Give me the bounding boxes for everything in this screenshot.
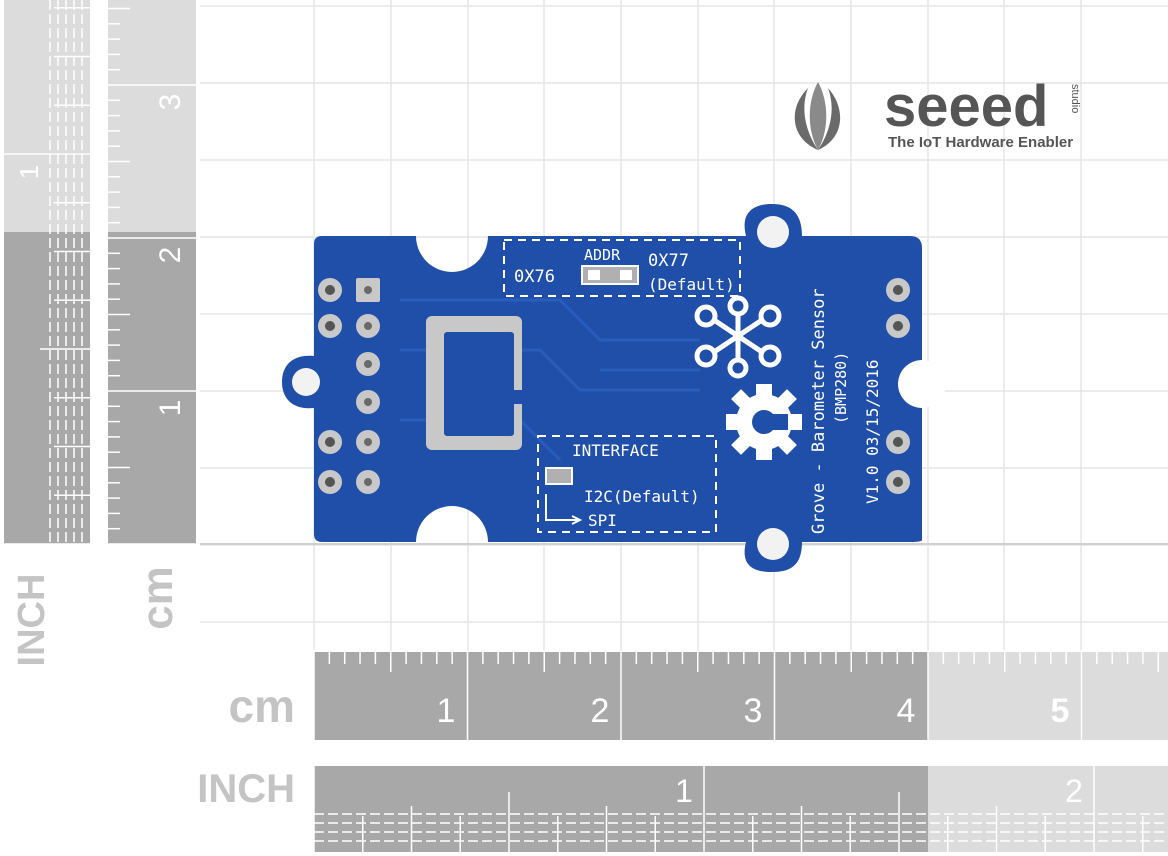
interface-title: INTERFACE	[572, 441, 659, 460]
bottom-cm-label-3: 3	[744, 692, 763, 730]
grove-barometer-board: ADDR 0X76 0X77 (Default) INTERFACE I2C(D…	[282, 204, 946, 572]
interface-i2c-label: I2C(Default)	[584, 487, 700, 506]
bottom-inch-label-1: 1	[675, 773, 693, 809]
gear-icon	[726, 384, 802, 460]
addr-title: ADDR	[584, 246, 621, 264]
interface-spi-label: SPI	[588, 511, 617, 530]
mounting-hole	[757, 216, 789, 248]
addr-right-value: 0X77	[648, 251, 689, 271]
board-version: V1.0 03/15/2016	[863, 360, 882, 505]
bottom-cm-unit-label: cm	[229, 680, 295, 732]
bottom-inch-unit-label: INCH	[197, 767, 295, 811]
interface-jumper	[545, 467, 573, 485]
board-name-line2: (BMP280)	[832, 352, 850, 424]
bottom-inch-label-2: 2	[1065, 773, 1083, 809]
grove-molecule-icon	[694, 295, 782, 379]
left-cm-label-2: 2	[154, 247, 187, 264]
left-inch-ruler: 1	[4, 0, 90, 545]
mounting-hole	[292, 368, 320, 396]
bottom-cm-label-5: 5	[1051, 692, 1070, 730]
seeed-flame-icon	[794, 82, 841, 150]
left-inch-label-1: 1	[14, 165, 44, 179]
addr-left-value: 0X76	[514, 267, 555, 287]
seeed-logo: seeed studio The IoT Hardware Enabler	[794, 74, 1081, 151]
seeed-tagline: The IoT Hardware Enabler	[888, 134, 1073, 151]
bottom-cm-label-1: 1	[437, 692, 456, 730]
mounting-hole	[757, 528, 789, 560]
pcb-outline	[282, 204, 922, 572]
bottom-cm-label-4: 4	[897, 692, 916, 730]
left-cm-label-1: 1	[154, 400, 187, 417]
bottom-cm-ruler: 1 2 3 4 5	[313, 652, 1168, 740]
bottom-cm-label-2: 2	[591, 692, 610, 730]
left-cm-ruler: 1 2 3	[108, 0, 196, 545]
bottom-inch-ruler: 1 2	[313, 766, 1168, 852]
interface-select-box	[537, 435, 717, 533]
left-inch-unit-label: INCH	[11, 574, 53, 667]
seeed-wordmark: seeed	[884, 74, 1048, 139]
addr-default-label: (Default)	[648, 275, 735, 294]
addr-select-box	[503, 239, 741, 297]
seeed-studio-mark: studio	[1069, 84, 1081, 113]
board-name-line1: Grove - Barometer Sensor	[809, 288, 829, 534]
left-cm-unit-label: cm	[133, 566, 182, 630]
left-cm-label-3: 3	[154, 94, 187, 111]
